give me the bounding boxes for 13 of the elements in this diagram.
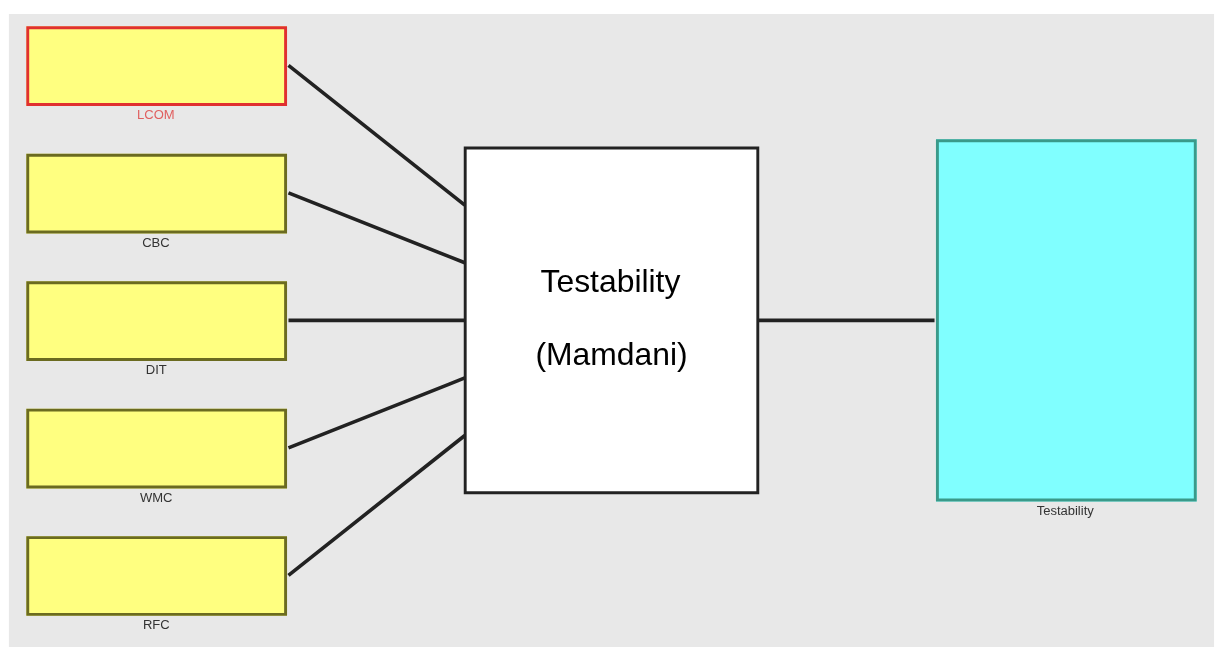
node-label: LCOM [137,106,175,122]
connector [287,375,466,449]
node-label: WMC [140,489,173,505]
connector [287,63,466,207]
node-label: CBC [142,234,170,250]
connector [288,318,465,322]
node-box: Testability (Mamdani) [463,146,760,494]
connector [287,190,466,264]
node-label: RFC [142,616,170,632]
connector [758,318,935,322]
connector [287,433,466,577]
node-label: DIT [145,361,167,377]
node-label: Testability [1036,502,1094,518]
